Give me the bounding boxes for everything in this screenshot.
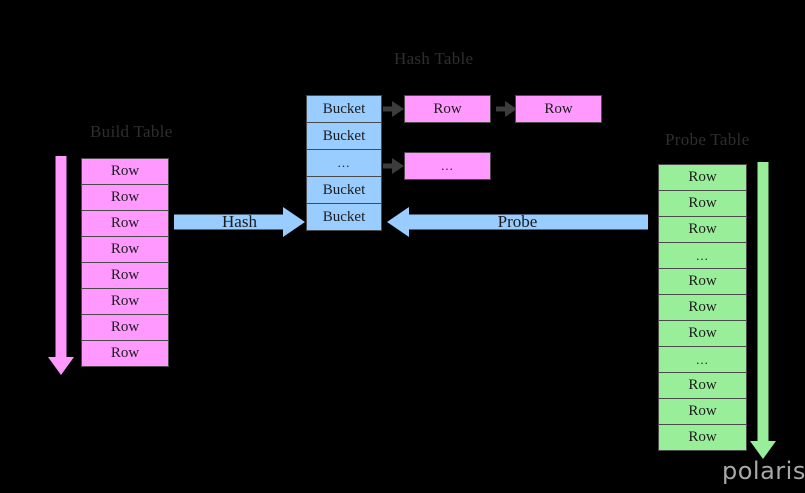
build-table-cell[interactable]: Row — [81, 184, 169, 211]
bucket-to-row-arrow — [383, 101, 404, 117]
probe-table-cell[interactable]: Row — [658, 372, 747, 399]
build-table: Row Row Row Row Row Row Row Row — [81, 158, 169, 367]
hash-bucket-cell[interactable]: ... — [306, 149, 382, 177]
probe-table-cell[interactable]: Row — [658, 294, 747, 321]
row-to-row-arrow — [496, 101, 517, 117]
hash-flow-arrow: Hash — [174, 207, 305, 237]
probe-table-title: Probe Table — [665, 130, 750, 149]
hash-bucket-column: Bucket Bucket ... Bucket Bucket — [306, 95, 382, 231]
hash-bucket-cell[interactable]: Bucket — [306, 203, 382, 231]
hash-bucket-cell[interactable]: Bucket — [306, 122, 382, 150]
hash-chain-row[interactable]: ... — [404, 152, 491, 180]
bucket-to-row-dots-arrow — [383, 158, 404, 174]
build-table-cell[interactable]: Row — [81, 158, 169, 185]
hash-chain-row[interactable]: Row — [515, 95, 602, 123]
probe-table-cell[interactable]: Row — [658, 398, 747, 425]
probe-table-cell[interactable]: Row — [658, 216, 747, 243]
build-table-title: Build Table — [90, 122, 173, 141]
build-table-cell[interactable]: Row — [81, 262, 169, 289]
probe-table-cell[interactable]: Row — [658, 320, 747, 347]
build-table-cell[interactable]: Row — [81, 236, 169, 263]
build-table-cell[interactable]: Row — [81, 288, 169, 315]
probe-table-cell[interactable]: ... — [658, 346, 747, 373]
probe-table: Row Row Row ... Row Row Row ... Row Row … — [658, 164, 747, 451]
hash-chain-row[interactable]: Row — [404, 95, 491, 123]
build-table-cell[interactable]: Row — [81, 314, 169, 341]
hash-bucket-cell[interactable]: Bucket — [306, 176, 382, 204]
hash-table-title: Hash Table — [394, 49, 474, 68]
probe-table-cell[interactable]: Row — [658, 164, 747, 191]
probe-table-cell[interactable]: Row — [658, 190, 747, 217]
hash-bucket-cell[interactable]: Bucket — [306, 95, 382, 123]
build-table-cell[interactable]: Row — [81, 210, 169, 237]
probe-table-cell[interactable]: Row — [658, 424, 747, 451]
build-table-cell[interactable]: Row — [81, 340, 169, 367]
build-direction-arrow — [48, 156, 74, 375]
probe-table-cell[interactable]: ... — [658, 242, 747, 269]
probe-flow-arrow: Probe — [387, 207, 648, 237]
polaris-watermark: polaris — [722, 457, 805, 485]
probe-table-cell[interactable]: Row — [658, 268, 747, 295]
probe-direction-arrow — [750, 162, 776, 459]
